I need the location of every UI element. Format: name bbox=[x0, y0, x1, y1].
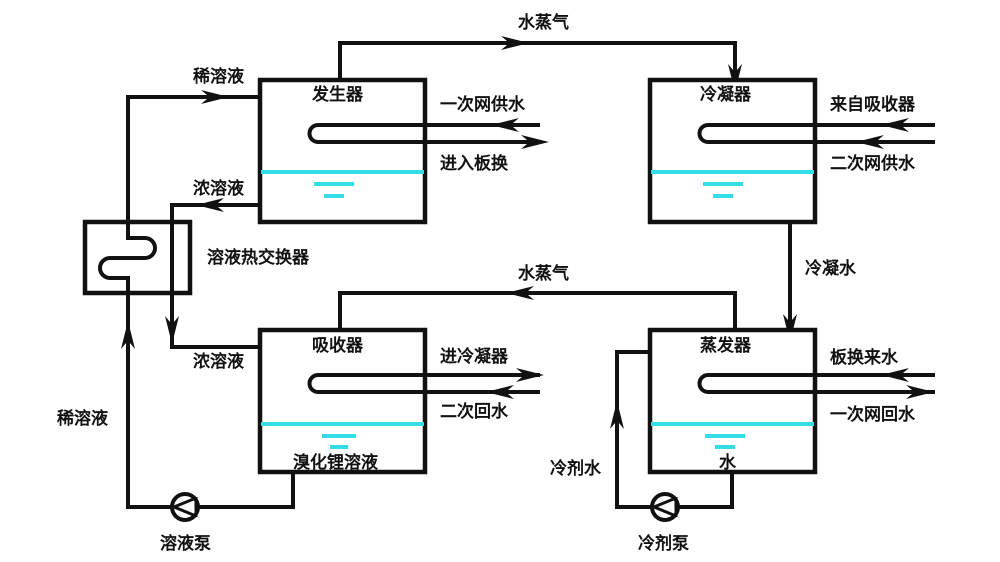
water-label: 水 bbox=[719, 452, 737, 473]
dilute-label-left: 稀溶液 bbox=[57, 408, 108, 429]
libr-solution-label: 溴化锂溶液 bbox=[293, 452, 378, 473]
refrigerant-pump-icon bbox=[650, 492, 680, 522]
dilute-solution-pipe bbox=[121, 90, 295, 509]
condenser-vessel bbox=[647, 77, 935, 225]
evaporator-label: 蒸发器 bbox=[700, 335, 752, 356]
from-absorber-label: 来自吸收器 bbox=[829, 94, 916, 115]
primary-supply-label: 一次网供水 bbox=[440, 94, 526, 115]
condensate-label: 冷凝水 bbox=[805, 258, 857, 279]
solution-pump-icon bbox=[170, 492, 200, 522]
condenser-label: 冷凝器 bbox=[700, 84, 752, 105]
to-condenser-label: 进冷凝器 bbox=[440, 346, 509, 367]
primary-return-label: 一次网回水 bbox=[830, 404, 916, 425]
concentrated-label-bottom: 浓溶液 bbox=[193, 351, 244, 372]
refrigerant-pipe bbox=[610, 350, 734, 509]
evaporator-vessel bbox=[647, 327, 935, 475]
steam-label-top: 水蒸气 bbox=[518, 12, 569, 33]
heat-exchanger-label: 溶液热交换器 bbox=[207, 247, 310, 268]
absorber-vessel bbox=[257, 327, 544, 475]
absorber-label: 吸收器 bbox=[312, 335, 364, 356]
to-plate-hx-label: 进入板换 bbox=[440, 153, 509, 174]
from-plate-hx-label: 板换来水 bbox=[830, 347, 899, 368]
refrigerant-pump-label: 冷剂泵 bbox=[638, 533, 689, 554]
solution-pump-label: 溶液泵 bbox=[160, 533, 211, 554]
steam-pipe-mid bbox=[338, 286, 737, 330]
secondary-supply-label: 二次网供水 bbox=[830, 153, 916, 174]
generator-label: 发生器 bbox=[311, 84, 364, 105]
generator-vessel bbox=[257, 77, 549, 225]
secondary-return-label: 二次回水 bbox=[440, 401, 509, 422]
concentrated-label-top: 浓溶液 bbox=[193, 178, 244, 199]
steam-label-mid: 水蒸气 bbox=[518, 263, 569, 284]
refrigerant-water-label: 冷剂水 bbox=[550, 458, 602, 479]
solution-heat-exchanger bbox=[82, 219, 193, 296]
steam-pipe-top bbox=[338, 36, 742, 92]
dilute-label-top: 稀溶液 bbox=[193, 66, 244, 87]
